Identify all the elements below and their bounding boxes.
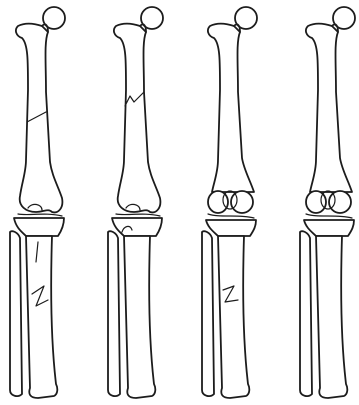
tibia-plateau-c [206, 220, 256, 236]
tibia-plateau-d [304, 220, 354, 236]
knee-gap-d [306, 214, 352, 218]
knee-gap-a [18, 214, 62, 216]
tibia-c [202, 220, 256, 398]
knee-gap-b [116, 214, 160, 216]
leg-panel-b [108, 7, 163, 398]
tibia-shaft-b [124, 236, 155, 398]
femur-shaft-c [208, 24, 254, 192]
femur-shaft-b [114, 24, 160, 213]
femur-shaft-d [306, 24, 352, 192]
tibia-shaft-a [26, 236, 57, 398]
tibia-d [300, 220, 354, 398]
tibia-b [108, 218, 162, 398]
tibia-plateau-b [112, 218, 162, 236]
tibia-a [10, 218, 64, 398]
knee-joint-c [208, 191, 254, 218]
fibula-d [300, 231, 312, 396]
femur-b [114, 7, 163, 212]
knee-joint-d [306, 191, 352, 218]
tibia-shaft-d [316, 236, 347, 398]
fibula-b [108, 231, 120, 396]
femoral-condyle-medial-c [231, 191, 253, 213]
femur-c [208, 7, 257, 192]
femur-a [16, 7, 65, 212]
tibia-plateau-a [14, 218, 64, 236]
fibula-a [10, 231, 22, 396]
femur-d [306, 7, 355, 192]
leg-panel-d [300, 7, 355, 398]
fibula-c [202, 231, 214, 396]
femoral-condyle-medial-d [329, 191, 351, 213]
tibia-shaft-c [218, 236, 249, 398]
leg-panel-a [10, 7, 65, 398]
leg-panel-c [202, 7, 257, 398]
femur-shaft-a [16, 24, 62, 213]
knee-gap-c [208, 214, 254, 218]
